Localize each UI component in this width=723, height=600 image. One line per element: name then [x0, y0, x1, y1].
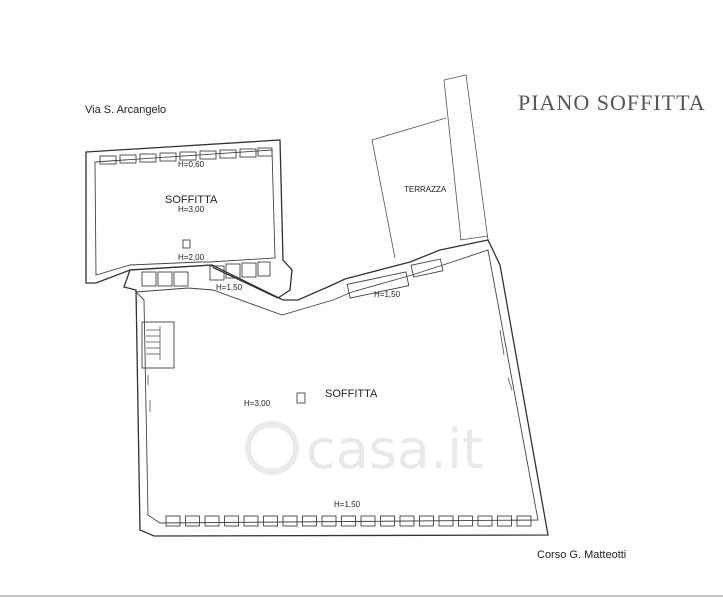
bottom-window [341, 515, 356, 527]
bottom-window [477, 515, 493, 527]
bottom-window [165, 515, 181, 527]
bottom-window [321, 515, 337, 527]
terrace-boundary [371, 74, 489, 259]
street-label-top: Via S. Arcangelo [85, 104, 166, 116]
bottom-window [204, 515, 220, 527]
upper-attic-windows [99, 147, 273, 165]
main-attic-windows [165, 515, 532, 527]
side-wall-ticks [147, 329, 513, 412]
main-attic-room [123, 239, 549, 537]
upper-attic-height-bottom: H=2,00 [178, 253, 205, 262]
terrace-name: TERRAZZA [404, 185, 447, 194]
watermark: casa.it [245, 418, 483, 481]
chimney-marker-upper [182, 239, 191, 249]
bottom-window [185, 515, 200, 527]
bottom-window [243, 515, 259, 527]
bottom-window [516, 515, 532, 527]
step-height-right: H=1,50 [374, 290, 401, 299]
bottom-window [282, 515, 298, 527]
chimney-marker-main [296, 392, 306, 404]
upper-attic-room [85, 139, 293, 299]
bottom-window [263, 515, 278, 527]
bottom-window [302, 515, 317, 527]
bottom-window [438, 515, 454, 527]
main-attic-height-center: H=3,00 [244, 399, 271, 408]
stair-symbol [141, 321, 175, 369]
plan-title: PIANO SOFFITTA [518, 90, 706, 115]
street-label-bottom: Corso G. Matteotti [537, 549, 626, 561]
connector-windows [141, 258, 444, 299]
upper-attic-height-top: H=0,60 [178, 160, 205, 169]
upper-attic-name: SOFFITTA [165, 194, 218, 206]
watermark-text: casa.it [306, 418, 483, 481]
bottom-window [360, 515, 376, 527]
bottom-window [399, 515, 415, 527]
step-height-left: H=1,50 [216, 283, 243, 292]
bottom-window [380, 515, 395, 527]
main-attic-name: SOFFITTA [325, 388, 378, 400]
bottom-window [497, 515, 512, 527]
bottom-window [419, 515, 434, 527]
bottom-window [458, 515, 473, 527]
bottom-window [224, 515, 239, 527]
main-attic-height-edge: H=1,50 [334, 500, 361, 509]
upper-attic-height-center: H=3,00 [178, 205, 205, 214]
